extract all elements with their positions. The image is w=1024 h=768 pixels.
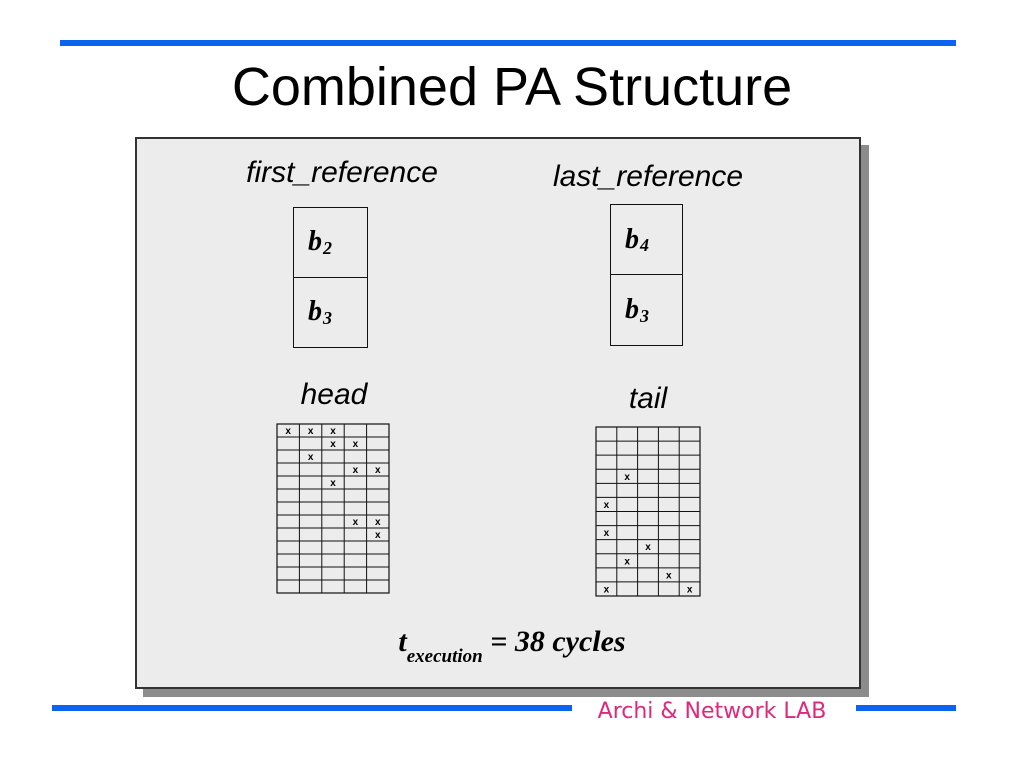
- tail-grid-mark: x: [687, 584, 693, 595]
- head-grid-mark: x: [353, 517, 359, 528]
- tail-grid-mark: x: [604, 584, 610, 595]
- head-grid-mark: x: [375, 465, 381, 476]
- tail-label: tail: [628, 382, 668, 415]
- execution-var: t: [398, 625, 407, 658]
- cell-sub: 2: [323, 237, 332, 258]
- head-grid-mark: x: [285, 426, 291, 437]
- head-grid-mark: x: [308, 426, 314, 437]
- head-grid-mark: x: [330, 426, 336, 437]
- top-rule: [60, 40, 956, 46]
- last-reference-label: last_reference: [552, 160, 744, 193]
- head-grid-mark: x: [375, 530, 381, 541]
- cell-base: b: [625, 223, 639, 255]
- execution-time: texecution = 38 cycles: [0, 625, 1024, 667]
- tail-grid-mark: x: [604, 528, 610, 539]
- head-grid-mark: x: [330, 439, 336, 450]
- cell-sub: 4: [640, 235, 649, 255]
- cell-base: b: [625, 294, 639, 325]
- head-grid-frame: [276, 423, 390, 594]
- cell-sub: 3: [323, 307, 332, 328]
- footer-lab-name: Archi & Network LAB: [597, 699, 827, 724]
- diagram-panel: [135, 137, 861, 689]
- first-reference-label: first_reference: [246, 156, 438, 189]
- cell-base: b: [308, 226, 322, 258]
- bottom-rule-right: [856, 705, 956, 711]
- tail-grid-mark: x: [666, 570, 672, 581]
- tail-grid-mark: x: [624, 472, 630, 483]
- cell-base: b: [308, 296, 322, 328]
- head-grid-mark: x: [330, 478, 336, 489]
- tail-grid-mark: x: [604, 500, 610, 511]
- head-label: head: [300, 378, 368, 411]
- execution-sub: execution: [406, 646, 483, 667]
- head-grid-mark: x: [375, 517, 381, 528]
- head-grid-mark: x: [353, 465, 359, 476]
- tail-grid-mark: x: [624, 556, 630, 567]
- page-title: Combined PA Structure: [231, 57, 793, 117]
- cell-sub: 3: [640, 305, 649, 326]
- bottom-rule-left: [52, 705, 572, 711]
- execution-value: = 38 cycles: [482, 625, 626, 658]
- tail-grid-mark: x: [645, 542, 651, 553]
- head-grid-mark: x: [308, 452, 314, 463]
- head-grid-mark: x: [353, 439, 359, 450]
- tail-grid: x x x x x x x x: [595, 426, 701, 597]
